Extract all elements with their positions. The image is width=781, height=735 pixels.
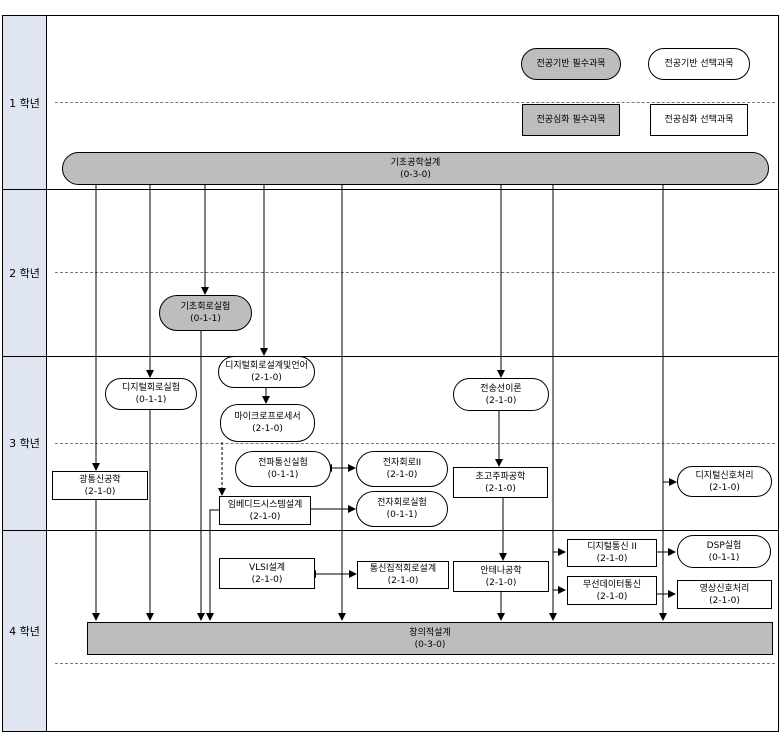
course-em-communication-lab[interactable]: 전파통신실험(0-1-1) (235, 451, 331, 487)
legend-core-required: 전공기반 필수과목 (521, 48, 621, 80)
course-digital-circuit-lab[interactable]: 디지털회로실험(0-1-1) (105, 378, 197, 410)
course-microprocessor[interactable]: 마이크로프로세서(2-1-0) (220, 404, 315, 442)
course-transmission-line-theory[interactable]: 전송선이론(2-1-0) (453, 378, 549, 411)
course-digital-communication-2[interactable]: 디지털통신 II(2-1-0) (567, 539, 657, 567)
year-divider (3, 356, 779, 357)
course-intro-engineering-design[interactable]: 기초공학설계(0-3-0) (62, 152, 769, 185)
legend-advanced-required: 전공심화 필수과목 (522, 104, 620, 136)
course-wireless-data-communication[interactable]: 무선데이터통신(2-1-0) (567, 576, 657, 605)
course-electronic-circuit-lab[interactable]: 전자회로실험(0-1-1) (356, 491, 448, 527)
course-vlsi-design[interactable]: VLSI설계(2-1-0) (219, 558, 315, 589)
year-3-label: 3 학년 (3, 356, 47, 530)
year-2-label: 2 학년 (3, 189, 47, 356)
semester-divider (55, 443, 775, 444)
curriculum-frame (2, 15, 779, 732)
course-electronic-circuit-2[interactable]: 전자회로II(2-1-0) (356, 451, 448, 487)
year-1-label: 1 학년 (3, 16, 47, 189)
legend-advanced-elective: 전공심화 선택과목 (650, 104, 748, 136)
year-divider (3, 530, 779, 531)
course-microwave-engineering[interactable]: 초고주파공학(2-1-0) (453, 467, 548, 498)
course-digital-circuit-design-language[interactable]: 디지털회로설계및언어(2-1-0) (218, 356, 315, 388)
course-basic-circuit-lab[interactable]: 기초회로실험(0-1-1) (159, 295, 252, 331)
legend-core-elective: 전공기반 선택과목 (648, 48, 750, 80)
course-communication-ic-design[interactable]: 통신집적회로설계(2-1-0) (357, 561, 449, 589)
semester-divider (55, 272, 775, 273)
course-embedded-system-design[interactable]: 임베디드시스템설계(2-1-0) (219, 496, 311, 525)
semester-divider (55, 102, 775, 103)
course-dsp-lab[interactable]: DSP실험(0-1-1) (677, 535, 771, 568)
semester-divider (55, 663, 775, 664)
course-antenna-engineering[interactable]: 안테나공학(2-1-0) (453, 561, 549, 592)
course-creative-design[interactable]: 창의적설계(0-3-0) (87, 622, 773, 655)
year-divider (3, 189, 779, 190)
course-digital-signal-processing[interactable]: 디지털신호처리(2-1-0) (677, 466, 772, 497)
course-optical-communication[interactable]: 광통신공학(2-1-0) (52, 471, 148, 500)
course-image-signal-processing[interactable]: 영상신호처리(2-1-0) (677, 580, 772, 609)
year-4-label: 4 학년 (3, 530, 47, 731)
